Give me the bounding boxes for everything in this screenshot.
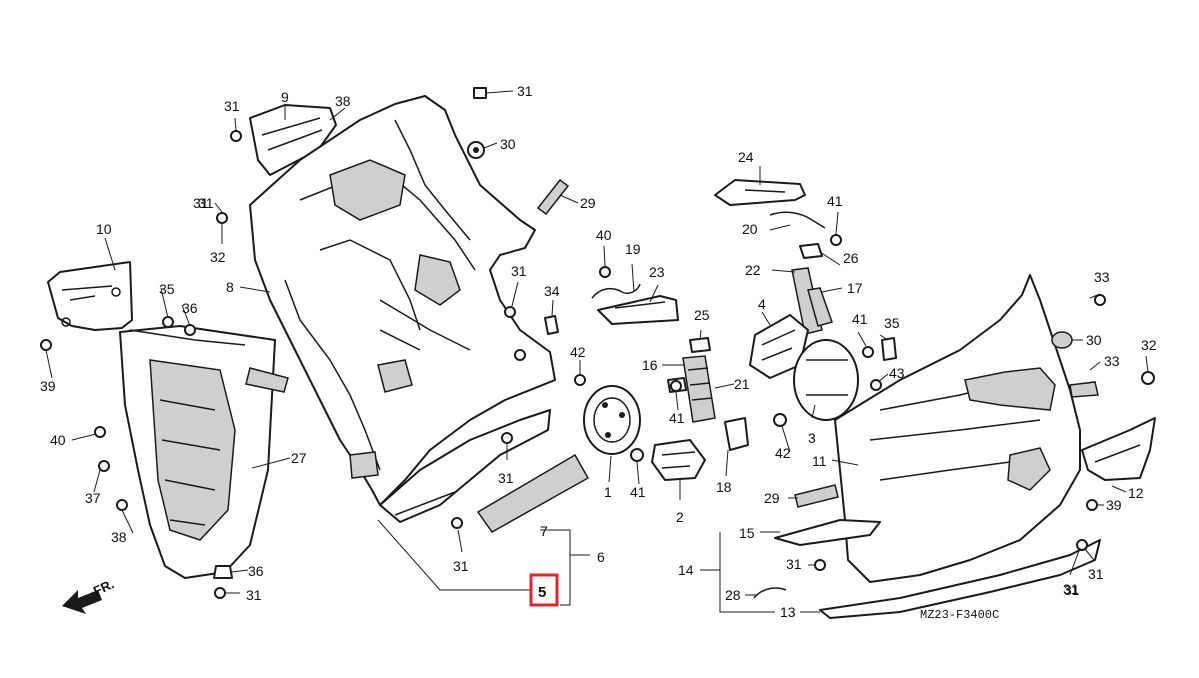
front-arrow-label: FR. <box>91 576 116 598</box>
callout: 30 <box>1086 332 1102 348</box>
callout: 41 <box>630 484 646 500</box>
callout: 41 <box>669 410 685 426</box>
highlight-box <box>529 573 559 607</box>
callout: 35 <box>884 315 900 331</box>
callout: 31 <box>1088 566 1104 582</box>
callout: 32 <box>210 249 226 265</box>
highlighted-callout: 5 <box>538 584 546 601</box>
callout: 6 <box>597 549 605 565</box>
callout: 14 <box>678 562 694 578</box>
callout: 31 <box>511 263 527 279</box>
callout: 24 <box>738 149 754 165</box>
callout: 12 <box>1128 485 1144 501</box>
callout: 9 <box>281 89 289 105</box>
callout: 33 <box>1094 269 1110 285</box>
callout: 31 <box>224 98 240 114</box>
callout: 7 <box>540 523 548 539</box>
callout: 29 <box>764 490 780 506</box>
callout: 31 <box>517 83 533 99</box>
callout: 13 <box>780 604 796 620</box>
callout: 8 <box>226 279 234 295</box>
callout: 38 <box>111 529 127 545</box>
callout: 40 <box>596 227 612 243</box>
callout: 21 <box>734 376 750 392</box>
callout: 40 <box>50 432 66 448</box>
callout: 31 <box>786 556 802 572</box>
callout: 19 <box>625 241 641 257</box>
callout: 31 <box>453 558 469 574</box>
right-side-cowl <box>774 274 1156 619</box>
callout: 22 <box>745 262 761 278</box>
callout: 31 <box>1064 582 1080 598</box>
center-cowl <box>249 95 556 506</box>
callout: 2 <box>676 509 684 525</box>
callout: 17 <box>847 280 863 296</box>
callout: 31 <box>498 470 514 486</box>
callout: 36 <box>182 300 198 316</box>
callout: 16 <box>642 357 658 373</box>
callout: 25 <box>694 307 710 323</box>
callout: 11 <box>812 453 827 469</box>
callout: 42 <box>775 445 791 461</box>
callout: 35 <box>159 281 175 297</box>
callout: 4 <box>758 296 766 312</box>
callout: 30 <box>500 136 516 152</box>
callout: 23 <box>649 264 665 280</box>
callout: 10 <box>96 221 112 237</box>
callout: 3 <box>808 430 816 446</box>
callout: 27 <box>291 450 307 466</box>
callout: 39 <box>1106 497 1122 513</box>
leader-lines <box>45 90 1149 613</box>
callout: 20 <box>742 221 758 237</box>
callout: 18 <box>716 479 732 495</box>
callout: 41 <box>852 311 868 327</box>
callout: 43 <box>889 365 905 381</box>
callout: 1 <box>604 484 612 500</box>
callout: 32 <box>1141 337 1157 353</box>
callout: 38 <box>335 93 351 109</box>
callouts: 1 2 3 4 5 6 7 8 9 10 11 12 13 14 15 16 1… <box>40 83 1157 620</box>
callout: 29 <box>580 195 596 211</box>
callout: 42 <box>570 344 586 360</box>
right-brackets <box>714 179 859 421</box>
callout: 37 <box>85 490 101 506</box>
callout: 31 <box>193 195 209 211</box>
callout: 28 <box>725 587 741 603</box>
diagram-code: MZ23-F3400C <box>920 608 999 622</box>
headlight-parts <box>583 283 749 481</box>
callout: 34 <box>544 283 560 299</box>
front-arrow: FR. <box>62 576 116 614</box>
callout: 33 <box>1104 353 1120 369</box>
inner-cover-left <box>47 261 289 579</box>
callout: 31 <box>198 195 214 211</box>
callout: 26 <box>843 250 859 266</box>
callout: 31 <box>246 587 262 603</box>
callout: 31 <box>1063 581 1079 597</box>
callout: 41 <box>827 193 843 209</box>
callout: 39 <box>40 378 56 394</box>
callout: 36 <box>248 563 264 579</box>
callout: 15 <box>739 525 755 541</box>
